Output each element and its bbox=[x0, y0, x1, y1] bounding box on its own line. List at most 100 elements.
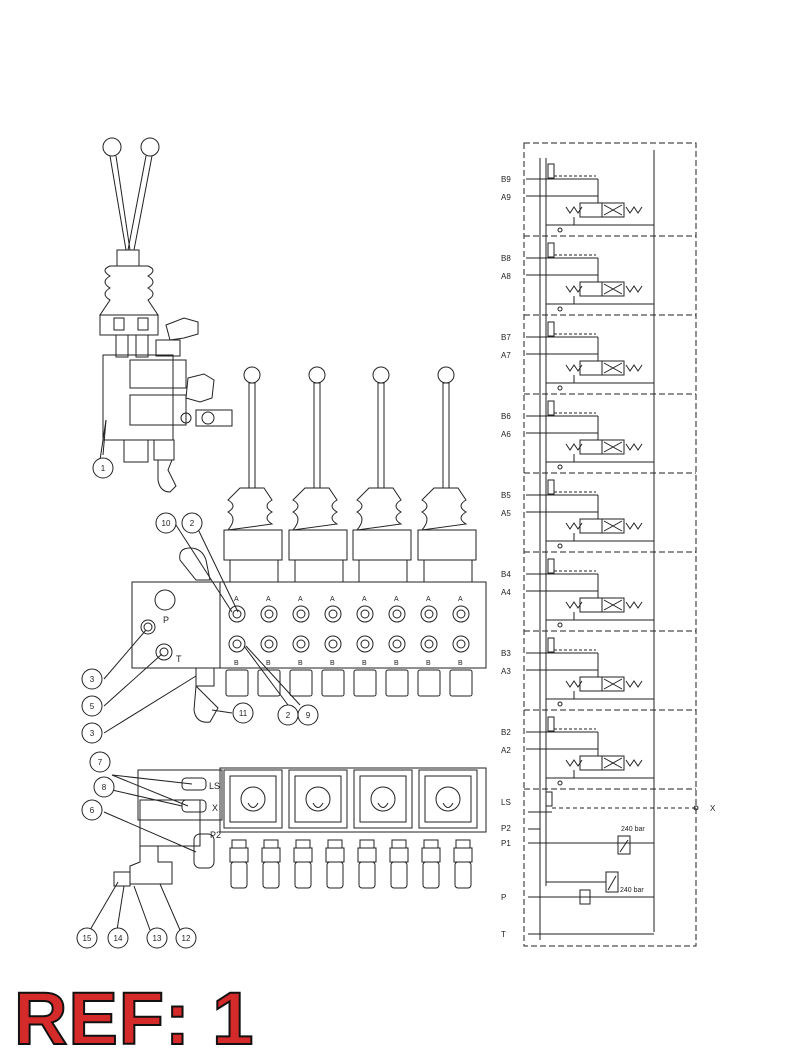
spool-end bbox=[289, 669, 313, 697]
lower-port bbox=[231, 839, 247, 849]
manifold-block bbox=[131, 581, 487, 669]
section-body bbox=[223, 769, 283, 829]
spool-symbol bbox=[579, 676, 603, 692]
port-b-fitting bbox=[420, 635, 438, 653]
lower-spool bbox=[262, 861, 280, 889]
lower-port bbox=[423, 839, 439, 849]
svg-text:3: 3 bbox=[90, 729, 95, 738]
lower-spool bbox=[358, 861, 376, 889]
callout-5: 5 bbox=[81, 695, 103, 717]
port-a-fitting bbox=[388, 605, 406, 623]
schem-port-a: A2 bbox=[501, 746, 511, 755]
svg-text:2: 2 bbox=[190, 519, 195, 528]
port-a-fitting bbox=[356, 605, 374, 623]
svg-text:12: 12 bbox=[182, 934, 191, 943]
lower-port bbox=[455, 839, 471, 849]
label-p2: P2 bbox=[210, 830, 221, 840]
schem-port-a: A8 bbox=[501, 272, 511, 281]
schem-port-t: T bbox=[501, 930, 506, 939]
lower-port bbox=[359, 839, 375, 849]
port-b-label: B bbox=[394, 660, 399, 667]
spool-symbol bbox=[579, 281, 603, 297]
port-b-fitting bbox=[260, 635, 278, 653]
svg-text:10: 10 bbox=[162, 519, 171, 528]
port-a-label: A bbox=[458, 596, 463, 603]
port-a-label: A bbox=[266, 596, 271, 603]
port-pair: AB bbox=[356, 596, 374, 667]
schem-port-b: B6 bbox=[501, 412, 511, 421]
lower-spool bbox=[422, 861, 440, 889]
svg-text:14: 14 bbox=[114, 934, 123, 943]
port-b-fitting bbox=[356, 635, 374, 653]
port-b-fitting bbox=[388, 635, 406, 653]
relief-pressure-1: 240 bar bbox=[621, 826, 645, 833]
callout-3: 3 bbox=[81, 668, 103, 690]
port-a-label: A bbox=[234, 596, 239, 603]
schem-port-b: B2 bbox=[501, 728, 511, 737]
callout-14: 14 bbox=[107, 927, 129, 949]
relief-pressure-2: 240 bar bbox=[620, 887, 644, 894]
port-a-label: A bbox=[330, 596, 335, 603]
port-pair: AB bbox=[324, 596, 342, 667]
schem-port-a: A7 bbox=[501, 351, 511, 360]
label-ls: LS bbox=[209, 781, 220, 791]
port-a-label: A bbox=[362, 596, 367, 603]
port-a-fitting bbox=[452, 605, 470, 623]
port-a-fitting bbox=[228, 605, 246, 623]
spool-symbol bbox=[579, 518, 603, 534]
section-body bbox=[418, 769, 478, 829]
joystick-a bbox=[223, 366, 283, 583]
port-pair: AB bbox=[292, 596, 310, 667]
leader-lines bbox=[89, 419, 301, 931]
schem-port-a: A6 bbox=[501, 430, 511, 439]
callout-7: 7 bbox=[89, 751, 111, 773]
section-body bbox=[288, 769, 348, 829]
schem-port-b: B3 bbox=[501, 649, 511, 658]
port-b-label: B bbox=[298, 660, 303, 667]
spool-end bbox=[417, 669, 441, 697]
joystick-assembly-1 bbox=[99, 137, 233, 493]
ref-label: REF: 1 bbox=[13, 977, 255, 1060]
callout-12: 12 bbox=[175, 927, 197, 949]
svg-text:6: 6 bbox=[90, 806, 95, 815]
svg-text:11: 11 bbox=[239, 709, 248, 718]
port-pair: AB bbox=[260, 596, 278, 667]
svg-text:5: 5 bbox=[90, 702, 95, 711]
lower-port bbox=[263, 839, 279, 849]
schematic-inlet bbox=[528, 791, 699, 935]
svg-text:13: 13 bbox=[153, 934, 162, 943]
joystick-c bbox=[352, 366, 412, 583]
port-b-label: B bbox=[234, 660, 239, 667]
lower-spool bbox=[390, 861, 408, 889]
section-body bbox=[353, 769, 413, 829]
spool-end bbox=[225, 669, 249, 697]
lower-spool bbox=[454, 861, 472, 889]
lower-spool bbox=[294, 861, 312, 889]
spool-ends-row bbox=[225, 669, 473, 697]
spool-end bbox=[385, 669, 409, 697]
spool-end bbox=[257, 669, 281, 697]
port-a-label: A bbox=[426, 596, 431, 603]
schem-port-b: B9 bbox=[501, 175, 511, 184]
port-a-fitting bbox=[420, 605, 438, 623]
port-b-fitting bbox=[324, 635, 342, 653]
svg-text:9: 9 bbox=[306, 711, 311, 720]
port-pair: AB bbox=[228, 596, 246, 667]
schem-port-b: B4 bbox=[501, 570, 511, 579]
port-pair: AB bbox=[420, 596, 438, 667]
spool-symbol bbox=[579, 597, 603, 613]
port-t-icon bbox=[155, 643, 173, 661]
callout-15: 15 bbox=[76, 927, 98, 949]
section-bodies bbox=[223, 769, 478, 829]
